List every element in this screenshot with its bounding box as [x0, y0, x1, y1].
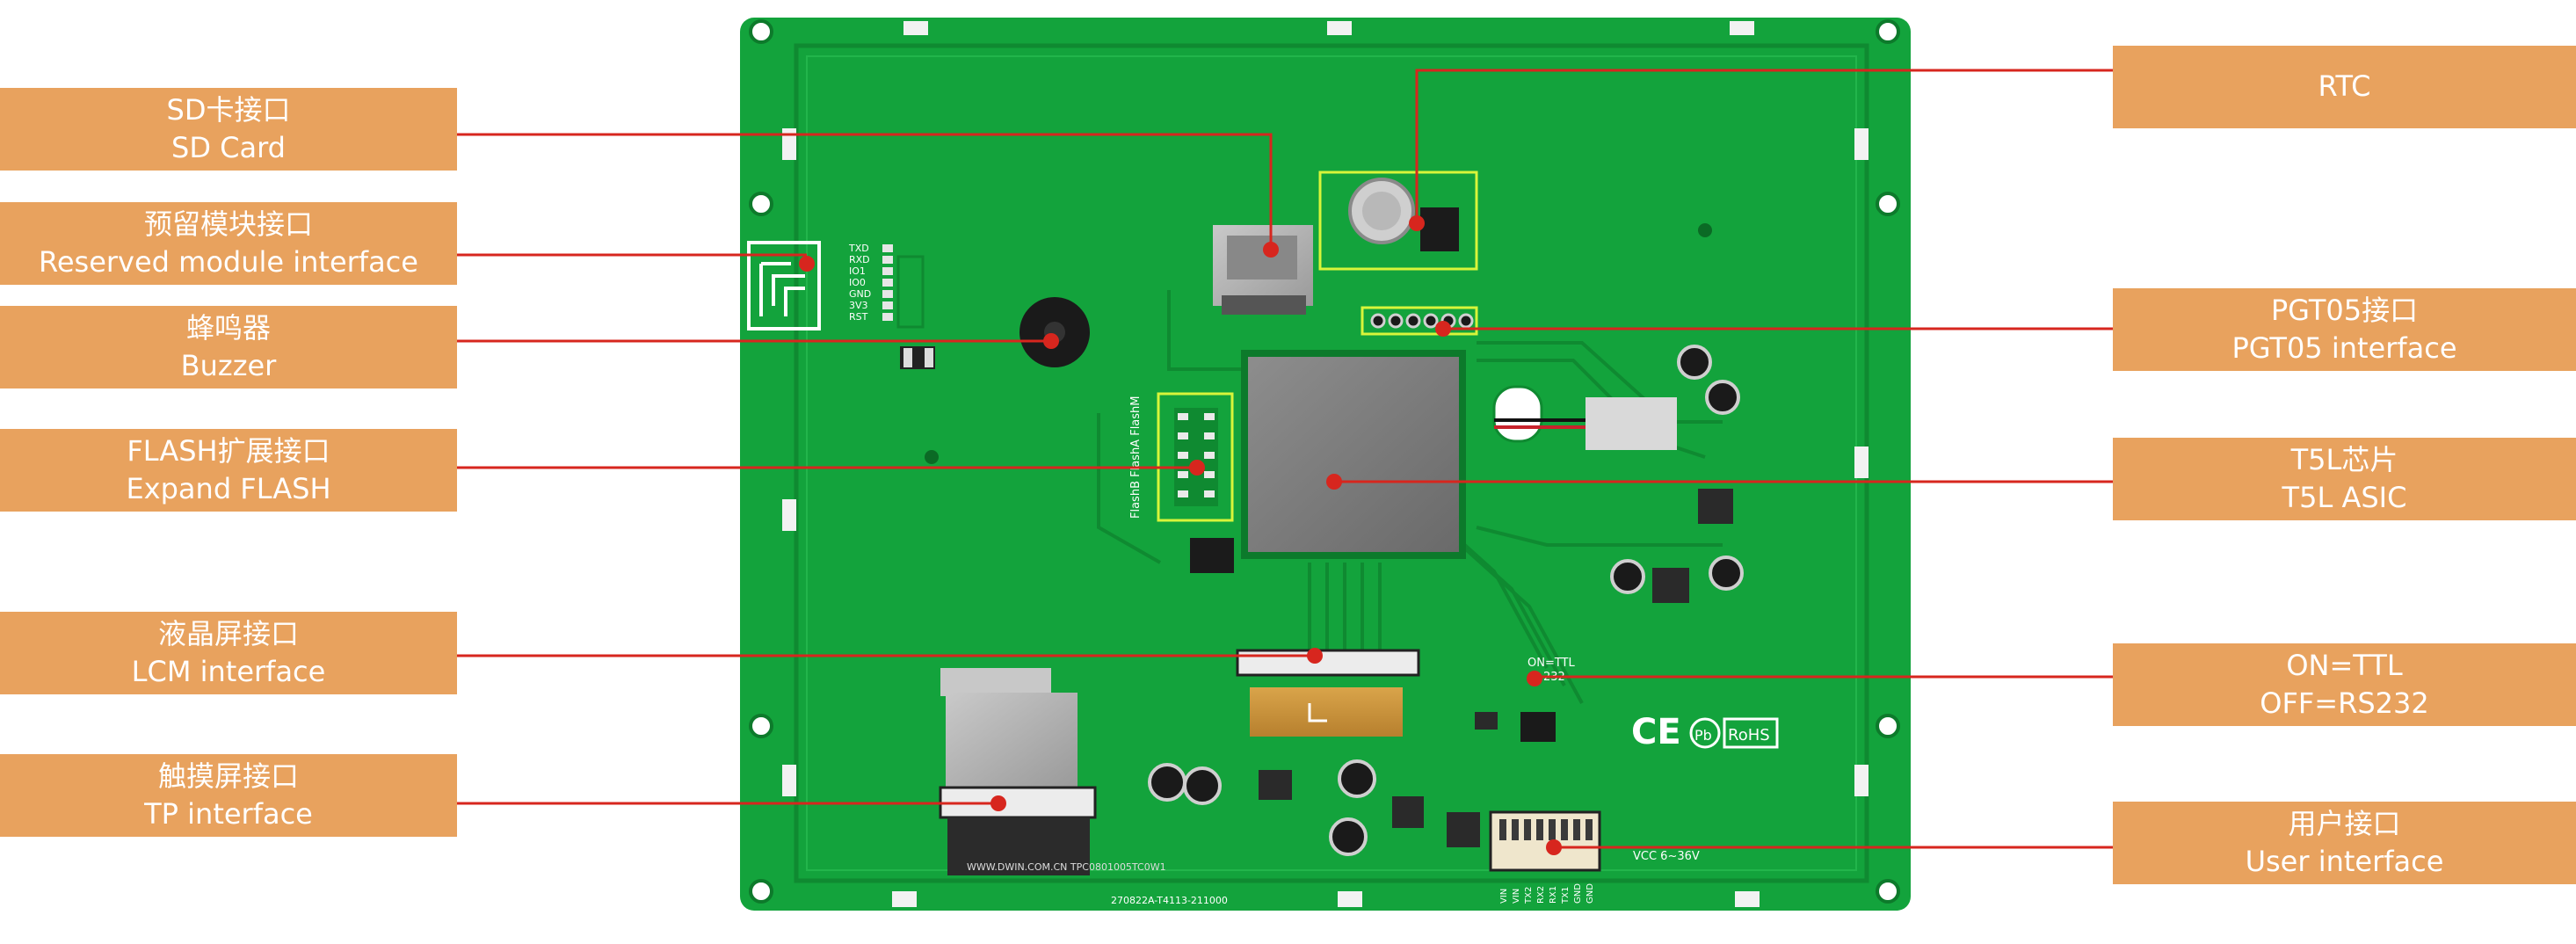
- tp-cable-text: WWW.DWIN.COM.CN TPC0801005TC0W1: [967, 861, 1166, 873]
- right-components: [1492, 345, 1744, 603]
- label-ttl-line1: ON=TTL: [2286, 648, 2403, 682]
- uart-pin-label: GND: [849, 288, 871, 300]
- user-pin: [1499, 819, 1506, 840]
- user-pin-label: GND: [1586, 883, 1595, 904]
- rohs-mark: RoHS: [1728, 726, 1770, 744]
- flash-silkscreen: FlashB FlashA FlashM: [1129, 396, 1143, 519]
- bottom-components: [1148, 759, 1480, 856]
- ttl-silkscreen: ON=TTL: [1527, 657, 1576, 670]
- label-reserved-module-en: Reserved module interface: [39, 245, 418, 279]
- label-pgt05: PGT05接口 PGT05 interface: [2113, 288, 2576, 371]
- label-lcm-zh: 液晶屏接口: [157, 616, 299, 650]
- lcm-connector: [1236, 649, 1420, 737]
- label-user: 用户接口 User interface: [2113, 802, 2576, 884]
- uart-pin-pad: [882, 290, 893, 298]
- user-pin: [1536, 819, 1543, 840]
- cert-marks: CE Pb RoHS: [1631, 712, 1779, 752]
- label-buzzer: 蜂鸣器 Buzzer: [0, 306, 457, 388]
- label-flash: FLASH扩展接口 Expand FLASH: [0, 429, 457, 512]
- label-buzzer-en: Buzzer: [180, 349, 277, 382]
- label-t5l-zh: T5L芯片: [2290, 442, 2398, 476]
- label-buzzer-zh: 蜂鸣器: [185, 310, 271, 345]
- uart-pin-label: TXD: [848, 243, 869, 254]
- uart-pin-label: RST: [849, 311, 868, 323]
- uart-pin-pad: [882, 313, 893, 321]
- user-pin: [1549, 819, 1556, 840]
- label-tp-zh: 触摸屏接口: [157, 759, 299, 793]
- label-flash-zh: FLASH扩展接口: [127, 433, 330, 468]
- t5l-asic: [1190, 350, 1466, 573]
- label-reserved-module: 预留模块接口 Reserved module interface: [0, 202, 457, 285]
- ce-mark: CE: [1631, 712, 1681, 752]
- uart-pin-label: 3V3: [849, 300, 868, 311]
- pb-mark: Pb: [1694, 727, 1712, 744]
- label-rtc-en: RTC: [2318, 69, 2371, 104]
- leader-rtc: [1415, 69, 2113, 221]
- label-lcm: 液晶屏接口 LCM interface: [0, 612, 457, 694]
- user-pin-label: VIN: [1512, 889, 1521, 904]
- label-sd-card-zh: SD卡接口: [166, 92, 291, 127]
- leader-sd-card: [457, 133, 1273, 248]
- label-reserved-module-zh: 预留模块接口: [143, 207, 313, 241]
- user-pin: [1561, 819, 1568, 840]
- label-flash-en: Expand FLASH: [126, 472, 331, 505]
- label-sd-card-en: SD Card: [171, 131, 286, 164]
- label-pgt05-zh: PGT05接口: [2270, 293, 2419, 327]
- buzzer-component: [900, 297, 1090, 369]
- user-pin-label: TX2: [1524, 887, 1534, 904]
- label-user-en: User interface: [2245, 845, 2444, 878]
- sd-card-slot: [1213, 225, 1313, 315]
- user-pin: [1524, 819, 1531, 840]
- uart-pin-label: IO0: [849, 277, 866, 288]
- user-pin-label: RX2: [1536, 886, 1546, 904]
- tp-connector: WWW.DWIN.COM.CN TPC0801005TC0W1: [939, 668, 1166, 875]
- label-user-zh: 用户接口: [2288, 806, 2401, 840]
- flash-footprint: FlashB FlashA FlashM: [1129, 392, 1234, 522]
- label-ttl: ON=TTL OFF=RS232: [2113, 643, 2576, 726]
- leader-lines: [457, 69, 2113, 849]
- label-lcm-en: LCM interface: [131, 655, 326, 688]
- label-sd-card: SD卡接口 SD Card: [0, 88, 457, 171]
- label-tp-en: TP interface: [144, 797, 313, 831]
- uart-pin-pad: [882, 267, 893, 275]
- label-t5l-en: T5L ASIC: [2282, 481, 2407, 514]
- label-pgt05-en: PGT05 interface: [2231, 331, 2457, 365]
- label-rtc: RTC: [2113, 46, 2576, 128]
- label-tp: 触摸屏接口 TP interface: [0, 754, 457, 837]
- power-silkscreen: VCC 6~36V: [1633, 850, 1700, 863]
- uart-pin-pad: [882, 279, 893, 287]
- user-pin: [1573, 819, 1580, 840]
- user-pin: [1512, 819, 1519, 840]
- user-pin-label: VIN: [1499, 889, 1509, 904]
- user-pin-label: GND: [1573, 883, 1583, 904]
- label-t5l: T5L芯片 T5L ASIC: [2113, 438, 2576, 520]
- uart-pin-label: IO1: [849, 265, 866, 277]
- user-pin-label: TX1: [1561, 887, 1571, 904]
- user-pin: [1586, 819, 1593, 840]
- serial-silkscreen: 270822A-T4113-211000: [1111, 895, 1228, 906]
- uart-pin-pad: [882, 301, 893, 309]
- label-ttl-line2: OFF=RS232: [2260, 686, 2429, 720]
- uart-pin-label: RXD: [849, 254, 870, 265]
- uart-pin-pad: [882, 244, 893, 252]
- leader-dots: [799, 215, 1562, 855]
- user-pin-label: RX1: [1549, 886, 1558, 904]
- rtc-battery: [1318, 171, 1478, 271]
- uart-pin-pad: [882, 256, 893, 264]
